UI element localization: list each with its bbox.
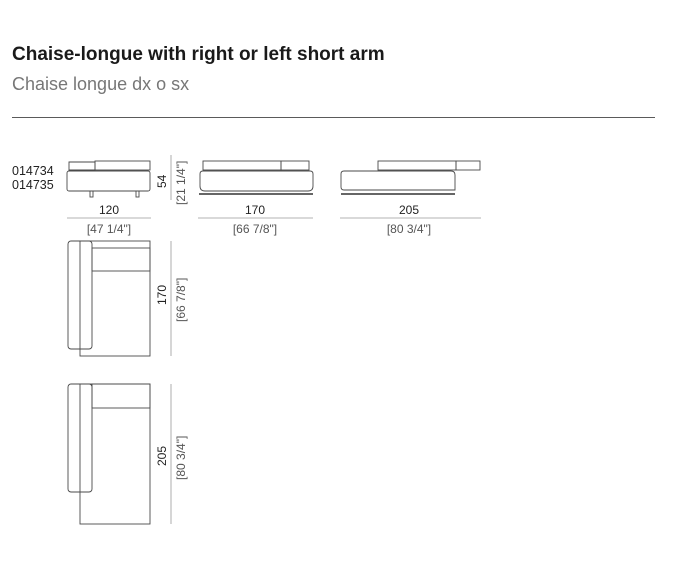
plan-view-170	[67, 240, 151, 357]
plan205-arm	[91, 383, 151, 409]
plan205-cm-label: 205	[155, 446, 169, 466]
front-view-170	[199, 160, 314, 195]
plan205-in-label: [80 3/4"]	[174, 436, 188, 480]
product-code-2: 014735	[12, 178, 54, 192]
side-foot-right	[135, 190, 140, 198]
width-cm-label-1: 120	[99, 203, 119, 217]
side-foot-left	[89, 190, 94, 198]
front205-arm	[455, 160, 481, 171]
front205-base	[340, 170, 456, 191]
height-in-label: [21 1/4"]	[174, 161, 188, 205]
plan205-seat	[79, 383, 151, 525]
width-in-label-3: [80 3/4"]	[387, 222, 431, 236]
plan170-arm	[91, 247, 151, 272]
plan-view-205	[67, 383, 151, 525]
header-divider	[12, 117, 655, 118]
side-back-cushion	[68, 161, 96, 171]
side-view	[66, 160, 151, 198]
side-arm-top	[94, 160, 151, 171]
plan170-cm-label: 170	[155, 285, 169, 305]
width-cm-label-2: 170	[245, 203, 265, 217]
front170-base	[199, 170, 314, 192]
width-in-label-2: [66 7/8"]	[233, 222, 277, 236]
side-seat-base	[66, 170, 151, 192]
width-cm-label-3: 205	[399, 203, 419, 217]
page-title: Chaise-longue with right or left short a…	[12, 44, 385, 65]
plan170-seat	[79, 240, 151, 357]
front170-arm	[280, 160, 310, 171]
front-view-205	[340, 160, 481, 195]
front205-back	[377, 160, 457, 171]
page-subtitle: Chaise longue dx o sx	[12, 74, 190, 94]
plan170-in-label: [66 7/8"]	[174, 278, 188, 322]
plan205-back	[67, 383, 93, 493]
width-in-label-1: [47 1/4"]	[87, 222, 131, 236]
product-code-1: 014734	[12, 164, 54, 178]
front170-back	[202, 160, 282, 171]
plan170-back	[67, 240, 93, 350]
height-cm-label: 54	[155, 174, 169, 188]
